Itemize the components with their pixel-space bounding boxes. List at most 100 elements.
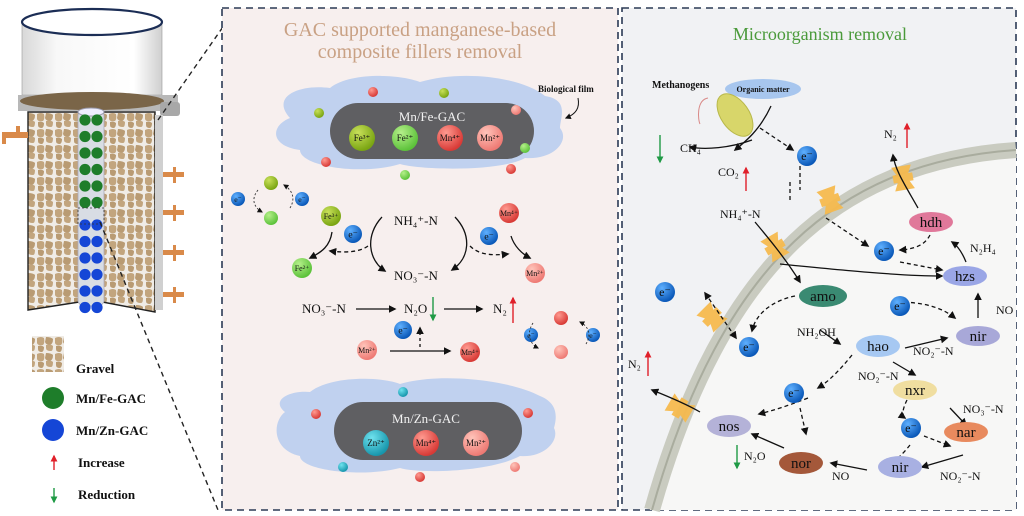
ion-fe2-plus: Fe²⁺ [392,125,418,151]
enzyme-nor: nor [779,452,823,474]
reactor-column [2,7,184,314]
electron-icon: e⁻ [480,227,498,245]
filler-bead [79,180,91,192]
ion-mn4-plus [415,472,425,482]
no3-n-left-label: NO₃⁻-N [302,301,346,316]
svg-text:Mn⁴⁺: Mn⁴⁺ [461,348,479,357]
enzyme-hdh: hdh [909,212,953,232]
methanogens-label: Methanogens [652,80,709,91]
filler-bead [91,268,103,281]
svg-text:e⁻: e⁻ [298,195,305,204]
filler-bead [79,268,91,281]
ion-fe2-plus [264,211,278,225]
legend-item-reduction: Reduction [50,487,136,504]
enzyme-hao: hao [856,335,900,357]
micro-panel-title: Microorganism removal [733,24,907,44]
methanogen-cell-icon [697,93,754,137]
svg-text:amo: amo [810,289,836,305]
filler-bead [91,252,103,264]
svg-text:nxr: nxr [905,383,925,399]
nh4-n-label: NH₄⁺-N [394,213,438,228]
filler-bead [91,180,103,192]
legend-item-increase: Increase [50,454,125,470]
ion-fe3-plus: Fe³⁺ [321,206,341,226]
ion-fe3-plus [264,176,278,190]
enzyme-nir-bottom: nir [878,456,922,478]
svg-text:Fe²⁺: Fe²⁺ [295,264,310,273]
svg-text:Fe³⁺: Fe³⁺ [354,133,371,143]
electron-icon: e⁻ [901,418,921,438]
ch4-label: CH₄ [680,141,701,155]
membrane-channel-icon [816,185,844,215]
n2o-label: N₂O [404,301,427,316]
enzyme-amo: amo [799,285,847,307]
n2h4-label: N₂H₄ [970,241,996,255]
legend-label: Mn/Fe-GAC [76,391,146,406]
svg-text:hao: hao [867,339,889,355]
ion-fe3-plus [314,108,324,118]
legend: Gravel Mn/Fe-GAC Mn/Zn-GAC Increase Redu… [32,336,148,504]
electron-icon: e⁻ [874,241,894,261]
co2-label: CO₂ [718,165,739,179]
enzyme-nar: nar [944,422,988,442]
filler-bead [91,285,103,297]
electron-icon: e⁻ [394,321,412,339]
n2-top-label: N₂ [884,127,897,141]
ion-mn4-plus: Mn⁴⁺ [413,430,439,456]
zoom-line-bottom [99,221,219,511]
filler-bead [91,301,103,314]
svg-text:e⁻: e⁻ [527,331,534,340]
ion-zn2-plus: Zn²⁺ [363,430,389,456]
svg-text:Mn⁴⁺: Mn⁴⁺ [440,133,461,143]
electrons: e⁻e⁻e⁻e⁻e⁻e⁻e⁻ [655,146,921,438]
ion-mn4-plus [523,408,533,418]
ion-fe2-plus [400,170,410,180]
filler-bead [79,130,91,143]
electron-icon: e⁻ [655,282,675,302]
svg-text:Fe³⁺: Fe³⁺ [324,212,339,221]
membrane-channel-icon [664,393,696,423]
zoom-line-top [157,13,233,121]
enzyme-hzs: hzs [943,266,987,286]
biofilm-bottom: Mn/Zn-GAC [276,378,556,473]
filler-bead [79,219,91,231]
legend-label: Reduction [78,487,136,502]
ion-mn4-plus [321,157,331,167]
enzyme-nir-top: nir [956,326,1000,346]
ion-zn2-plus [338,462,348,472]
filler-label: Mn/Zn-GAC [392,411,460,426]
svg-text:e⁻: e⁻ [878,244,890,258]
methanogen-arrows [688,105,795,153]
ion-mn2-plus [510,462,520,472]
micro-panel: Microorganism removal Methanogens Organi… [621,7,1017,513]
svg-text:e⁻: e⁻ [788,386,800,400]
svg-text:e⁻: e⁻ [905,421,917,435]
svg-text:hzs: hzs [955,269,975,285]
filler-bead [79,252,91,264]
enzyme-nxr: nxr [893,380,937,400]
ion-mn2-plus [554,345,568,359]
electron-icon: e⁻ [890,296,910,316]
svg-text:e⁻: e⁻ [589,331,596,340]
ion-mn4-plus [506,164,516,174]
legend-label: Increase [78,455,125,470]
svg-text:e⁻: e⁻ [398,326,408,337]
redox-cycle-fe [253,184,294,213]
filler-bead [91,147,103,159]
electron-icon: e⁻ [739,337,759,357]
svg-text:Mn⁴⁺: Mn⁴⁺ [416,438,437,448]
biofilm-top: Mn/Fe-GAC [276,75,564,170]
redox-cycle-mn [528,321,590,349]
ion-mn4-plus: Mn⁴⁺ [460,342,480,362]
ion-fe2-plus [520,143,530,153]
svg-text:Mn²⁺: Mn²⁺ [466,438,486,448]
ion-spheres: Fe³⁺ Fe²⁺ Mn⁴⁺ Mn²⁺ Zn²⁺ Mn⁴⁺ Mn²⁺ Fe³⁺ Fe²⁺ Mn⁴⁺… [231,87,600,482]
ion-fe3-plus: Fe³⁺ [349,125,375,151]
svg-text:e⁻: e⁻ [484,232,494,243]
electron-icon: e⁻ [784,383,804,403]
gac-panel-title: GAC supported manganese-based [284,19,556,41]
gac-panel: GAC supported manganese-based composite … [221,7,619,511]
filler-label: Mn/Fe-GAC [399,109,465,124]
ion-mn2-plus: Mn²⁺ [525,263,545,283]
ion-mn2-plus: Mn²⁺ [477,125,503,151]
